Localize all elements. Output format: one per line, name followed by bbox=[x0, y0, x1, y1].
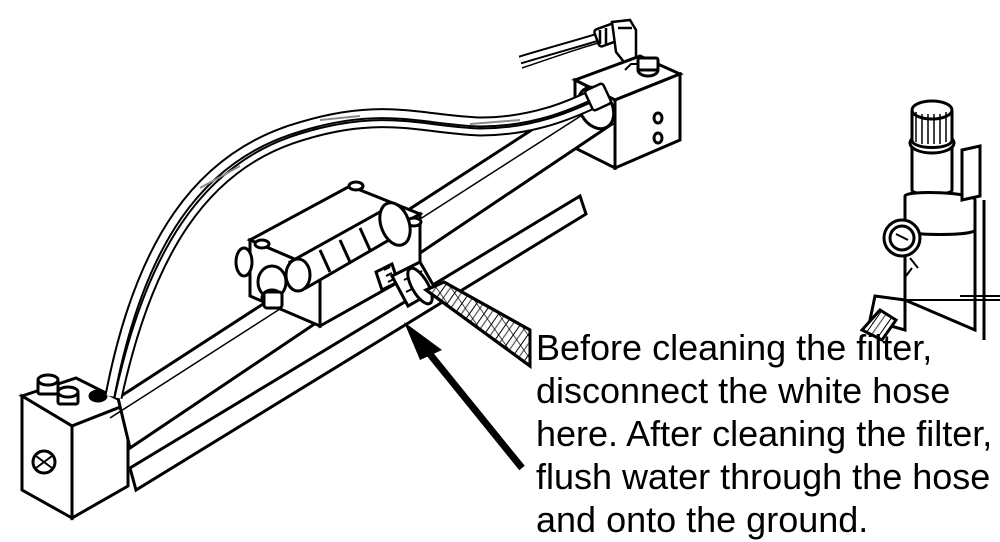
hose-fitting bbox=[374, 260, 439, 309]
valve-spool bbox=[284, 201, 412, 293]
white-braided-hose bbox=[423, 280, 532, 369]
valve-left-fitting bbox=[256, 264, 288, 310]
caption-line-3: here. After cleaning the filter, bbox=[536, 413, 993, 454]
upper-hoses bbox=[104, 86, 602, 399]
hose-clamp-right bbox=[584, 82, 612, 112]
instruction-caption: Before cleaning the filter, disconnect t… bbox=[536, 326, 996, 541]
left-end-block bbox=[18, 373, 132, 521]
caption-line-4: flush water through the hose bbox=[536, 456, 991, 497]
arrow-icon bbox=[404, 322, 525, 471]
caption-line-5: and onto the ground. bbox=[536, 499, 869, 540]
caption-line-1: Before cleaning the filter, bbox=[536, 327, 933, 368]
caption-line-2: disconnect the white hose bbox=[536, 370, 951, 411]
filter-housing bbox=[859, 99, 1000, 342]
elbow-fitting bbox=[593, 18, 638, 64]
